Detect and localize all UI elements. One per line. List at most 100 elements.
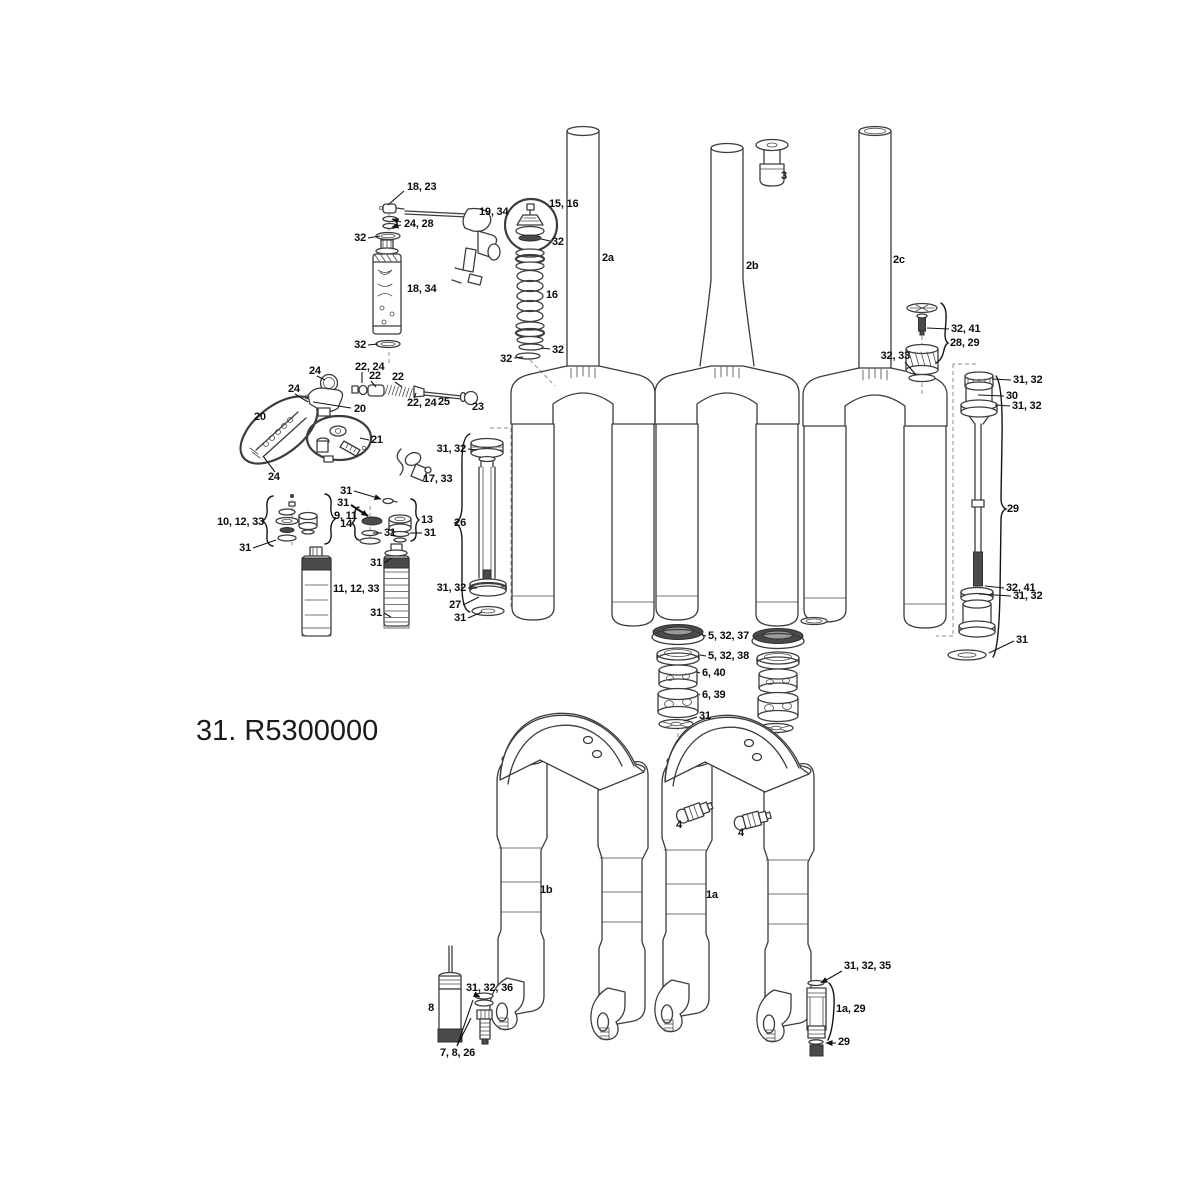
part-label: 4: [738, 827, 745, 839]
csu-2c: [802, 125, 948, 629]
part-label: 31: [699, 710, 711, 722]
bracket-group-10-12-33: [261, 493, 337, 547]
part-label: 21: [371, 434, 383, 446]
leader-line: [701, 634, 707, 637]
part-label: 28, 29: [950, 337, 979, 349]
leader-line: [294, 393, 309, 403]
leader-line: [367, 235, 381, 239]
seal-stack-right: [751, 616, 828, 734]
cap-group-28-29: [905, 302, 950, 383]
part-label: 17, 33: [423, 473, 452, 485]
part-label: 31: [454, 612, 466, 624]
seal-32-lower: [375, 339, 401, 349]
part-label: 18, 34: [407, 283, 437, 295]
part-label: 16: [546, 289, 558, 301]
part-label: 31: [370, 557, 382, 569]
leader-line: [391, 218, 402, 224]
remote-17-33: [396, 448, 432, 482]
part-label: 32, 33: [881, 350, 910, 362]
leader-line: [513, 356, 524, 359]
spring-stack-16: [514, 248, 546, 360]
part-label: 32: [354, 232, 366, 244]
part-label: 5, 32, 37: [708, 630, 749, 642]
leader-line: [699, 654, 707, 657]
part-label: 2a: [602, 252, 615, 264]
part-label: 32: [354, 339, 366, 351]
part-label: 11, 12, 33: [333, 583, 379, 595]
part-label: 30: [1006, 390, 1018, 402]
leader-line: [456, 999, 474, 1047]
rebound-knob-right: [733, 810, 772, 831]
part-label: 31: [239, 542, 251, 554]
leader-line: [472, 991, 481, 998]
part-label: 1b: [540, 884, 553, 896]
damper-26: [453, 433, 504, 613]
leader-line: [312, 401, 352, 409]
leader-line: [370, 380, 377, 388]
rebound-knob-left: [675, 801, 714, 824]
part-label: 31: [340, 485, 352, 497]
part-label: 31: [1016, 634, 1028, 646]
part-label: 32, 41: [1006, 582, 1035, 594]
top-cap-part3: [755, 138, 789, 187]
part-label: 31: [370, 607, 382, 619]
leader-lines: [252, 190, 1015, 1047]
part-label: 24: [288, 383, 301, 395]
part-label: 26: [454, 517, 466, 529]
part-label: 27: [449, 599, 461, 611]
csu-2b: [654, 142, 800, 627]
circled-parts-21: [305, 414, 373, 463]
needle-part: [379, 203, 405, 214]
canister-31: [383, 543, 410, 629]
canister-11-12-33: [301, 546, 332, 637]
remote-lever-assembly: [404, 207, 501, 286]
leader-line: [387, 190, 405, 206]
leader-line: [262, 455, 276, 473]
leader-line: [988, 640, 1015, 654]
part-label: 31, 32, 35: [844, 960, 891, 972]
pump-hose: [351, 384, 479, 406]
part-label: 5, 32, 38: [708, 650, 749, 662]
leader-line: [456, 1017, 472, 1047]
part-label: 6, 40: [702, 667, 726, 679]
part-label: 22, 24: [355, 361, 385, 373]
lowers-1b: [490, 712, 648, 1039]
leader-line: [540, 238, 551, 242]
leader-line: [394, 381, 403, 388]
part-label: 31, 32, 36: [466, 982, 513, 994]
part-label: 24, 28: [404, 218, 433, 230]
part-label: 6, 39: [702, 689, 726, 701]
leader-line: [316, 375, 326, 381]
part-label: 29: [1007, 503, 1019, 515]
dashed-connectors: [291, 206, 976, 762]
part-label: 32: [552, 236, 564, 248]
cartridge-18-34: [372, 239, 402, 335]
part-label: 31: [424, 527, 436, 539]
leader-line: [904, 361, 917, 376]
bracket-group-13-14: [350, 497, 421, 545]
part-label: 24: [268, 471, 281, 483]
leader-line: [467, 611, 483, 619]
pump-group: [239, 373, 344, 465]
leader-line: [820, 970, 843, 984]
part-label: 25: [438, 396, 450, 408]
leader-line: [391, 222, 402, 229]
air-shaft-29-30: [947, 371, 1008, 661]
part-label: 31, 32: [1012, 400, 1041, 412]
part-label: 4: [676, 819, 683, 831]
leader-line: [383, 612, 392, 618]
part-label: 7, 8, 26: [440, 1047, 475, 1059]
part-label: 22: [369, 370, 381, 382]
figure-number-title: 31. R5300000: [196, 715, 378, 747]
part-label: 22, 24: [407, 397, 437, 409]
part-label: 31: [384, 527, 396, 539]
seal-stack-left: [651, 623, 705, 730]
part-label: 2c: [893, 254, 905, 266]
part-label: 29: [838, 1036, 850, 1048]
leader-line: [540, 347, 551, 350]
part-label: 9, 11: [334, 510, 357, 522]
part-label: 20: [354, 403, 366, 415]
part-label: 32, 41: [951, 323, 980, 335]
